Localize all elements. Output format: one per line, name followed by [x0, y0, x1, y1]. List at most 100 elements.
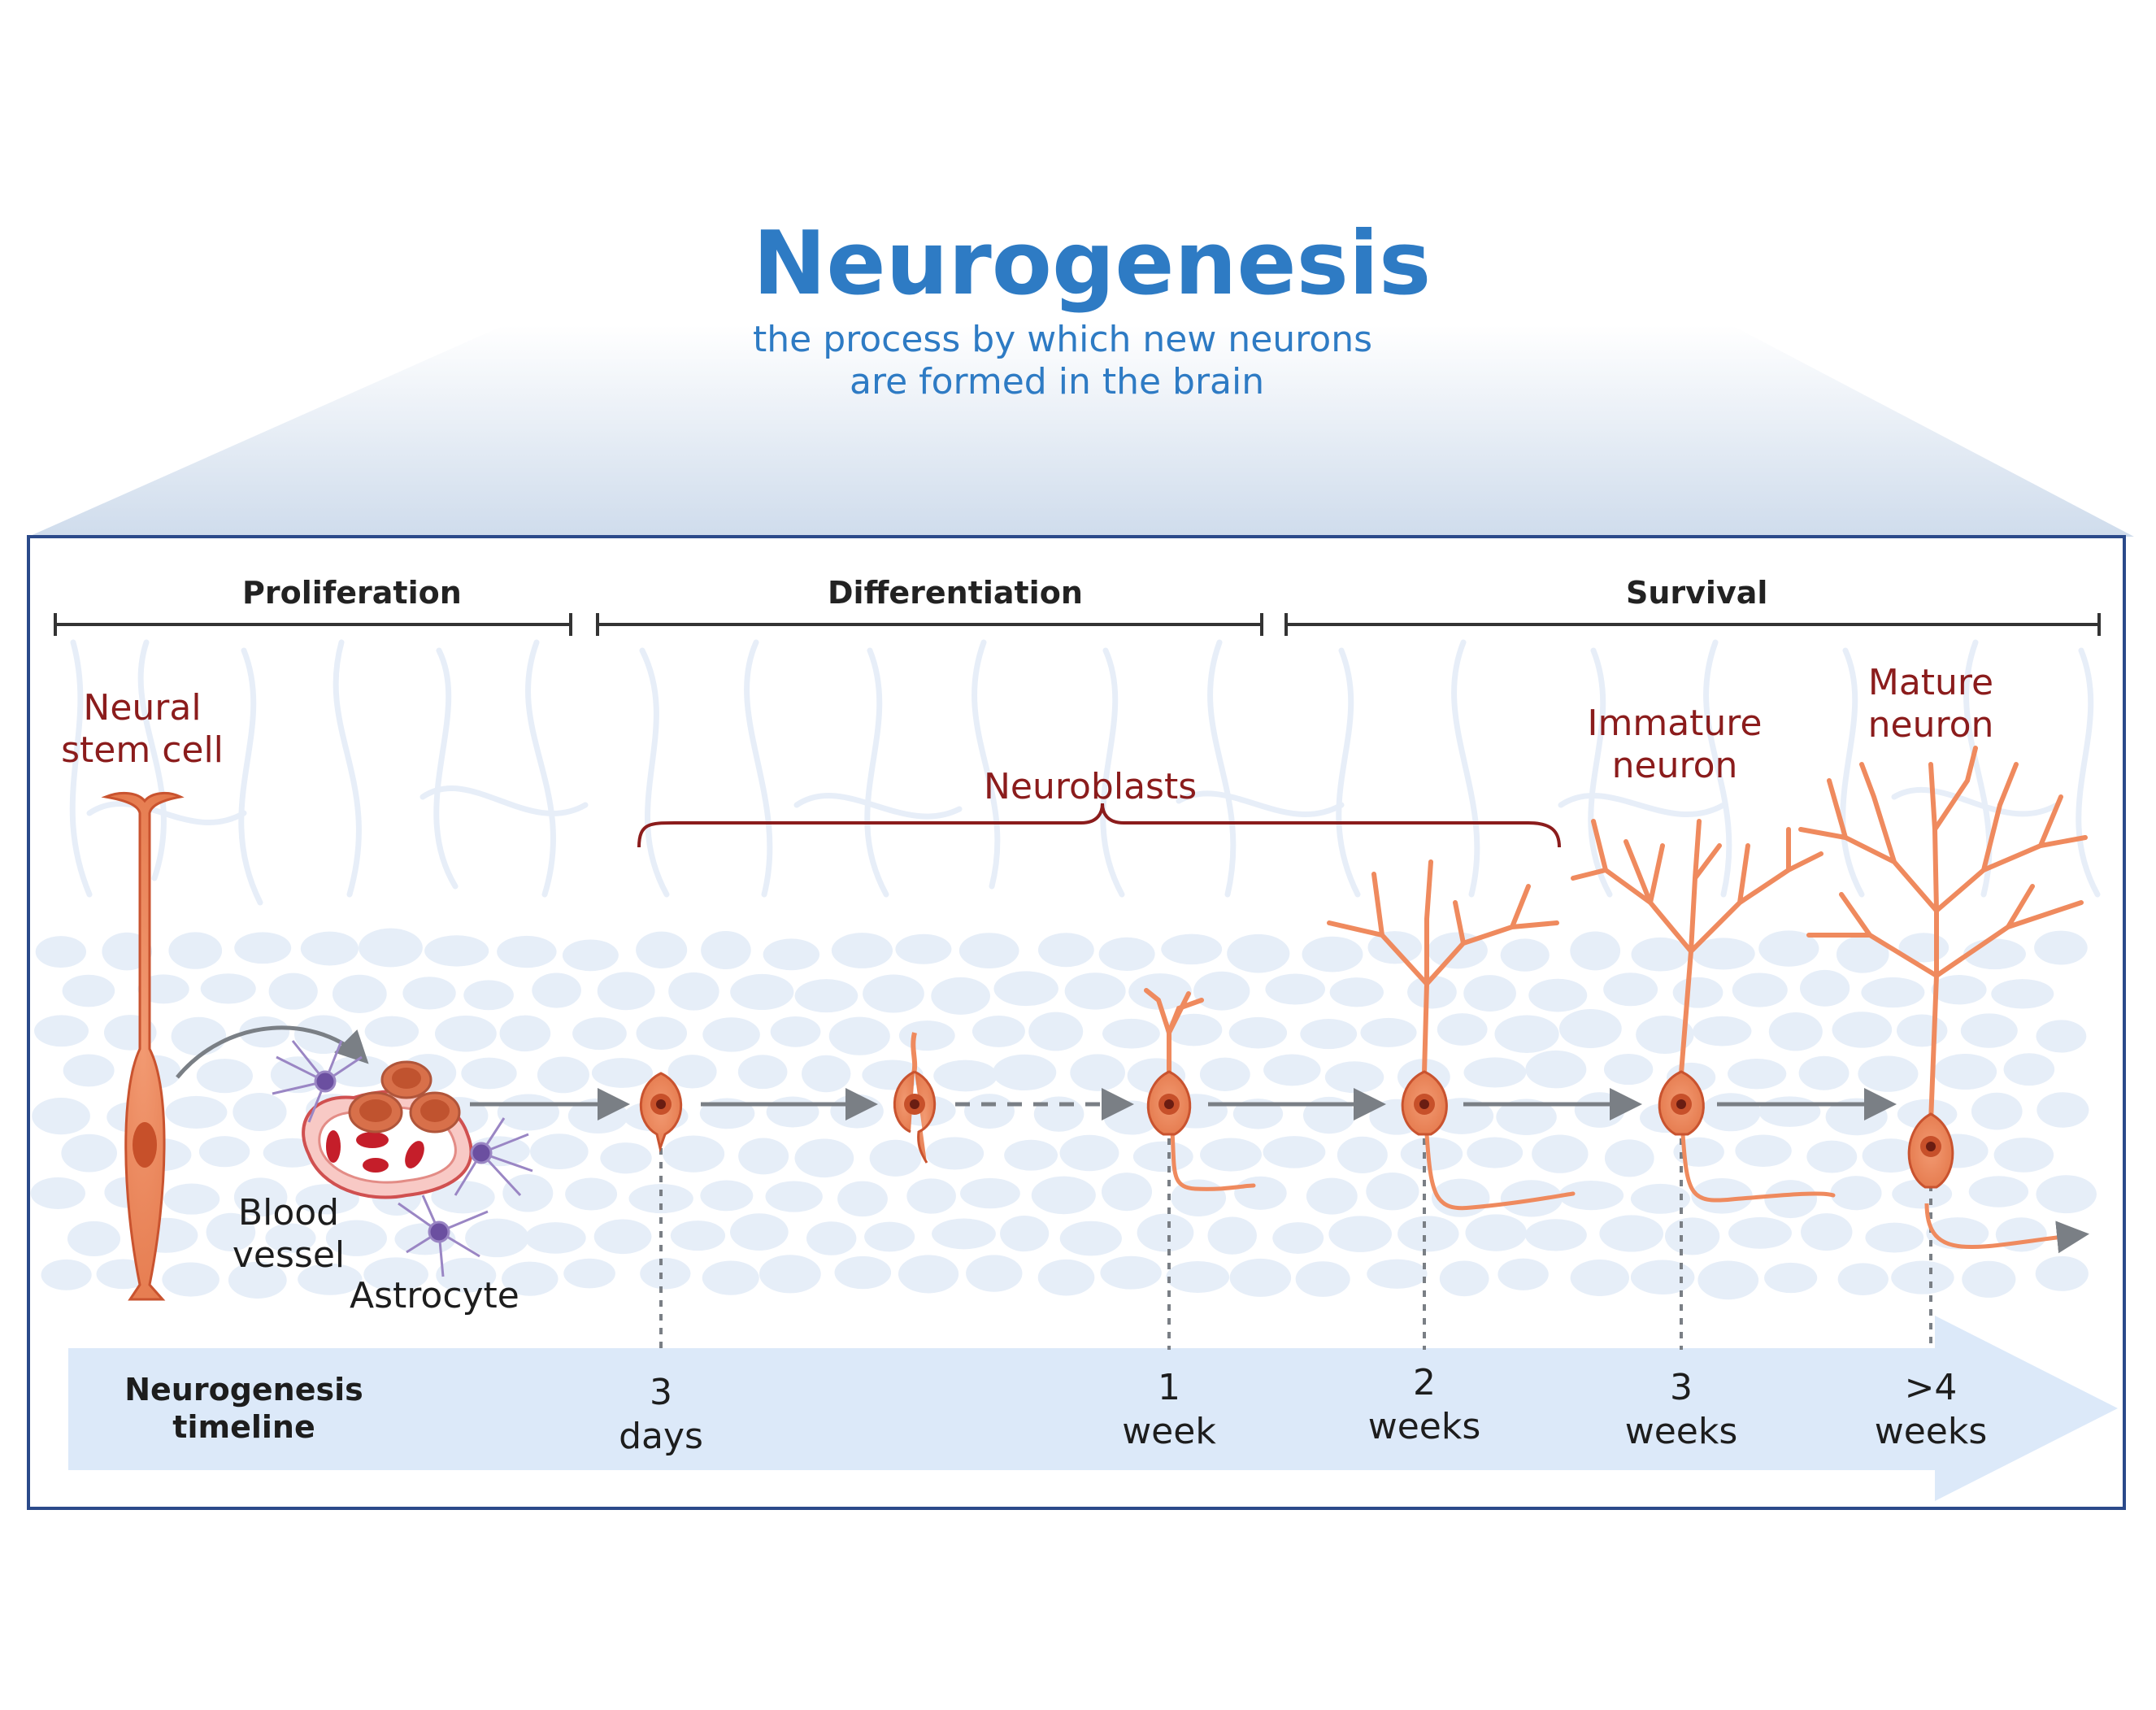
tissue-cell	[502, 1173, 554, 1212]
tissue-fibers	[69, 639, 2101, 906]
tissue-cell	[239, 1016, 290, 1048]
tissue-cell	[162, 1262, 220, 1297]
subtitle-line-2: are formed in the brain	[850, 361, 1265, 402]
timeline-point-4-weeks: >4 weeks	[1874, 1367, 1988, 1452]
tissue-cell	[1865, 1222, 1924, 1253]
tissue-cell	[200, 973, 256, 1004]
tissue-cell	[1896, 1014, 1948, 1047]
tissue-cell	[1033, 1096, 1085, 1132]
tissue-cell	[165, 1095, 228, 1129]
tissue-cell	[1161, 933, 1223, 965]
tissue-cell	[1227, 933, 1290, 973]
tissue-cell	[1295, 1261, 1350, 1297]
tissue-cell	[1891, 1260, 1954, 1294]
tissue-cell	[964, 1094, 1015, 1129]
tissue-cell	[1366, 1172, 1419, 1211]
tissue-cell	[562, 939, 619, 972]
tissue-cell	[1693, 1016, 1752, 1046]
tissue-cell	[1128, 973, 1192, 1010]
label-astrocyte: Astrocyte	[350, 1275, 519, 1316]
progression-arrows	[176, 1025, 2089, 1254]
tissue-cell	[1806, 1140, 1858, 1173]
tissue-cell	[268, 972, 318, 1010]
tissue-cell	[572, 1017, 627, 1051]
mature-neuron	[1798, 746, 2088, 1189]
timeline-drop-lines	[659, 1138, 1932, 1350]
tissue-cell	[461, 1057, 517, 1090]
tissue-cell	[2003, 1053, 2055, 1086]
tissue-cell	[600, 1142, 652, 1174]
tissue-cell	[1558, 1181, 1624, 1211]
tissue-cell	[933, 1060, 998, 1092]
tissue-cell	[806, 1221, 857, 1255]
tissue-cell	[1497, 1258, 1549, 1290]
tissue-cell	[1798, 1055, 1850, 1090]
tissue-cell	[1101, 1173, 1153, 1212]
tissue-cell	[1439, 1260, 1489, 1297]
tissue-cell	[332, 974, 387, 1013]
tissue-cell	[1664, 1217, 1720, 1255]
tissue-cell	[737, 1055, 788, 1090]
tissue-cell	[62, 974, 115, 1007]
tissue-cell	[1337, 1136, 1388, 1174]
neural-stem-cell	[101, 791, 185, 1301]
tissue-cell	[325, 1220, 387, 1256]
tissue-cell	[636, 931, 688, 968]
tissue-cell	[198, 1136, 250, 1168]
tissue-cell	[1070, 1054, 1125, 1091]
tissue-cell	[424, 935, 489, 967]
tissue-cell	[1570, 931, 1621, 971]
tissue-cell	[1132, 1141, 1193, 1173]
tissue-cell	[700, 1180, 754, 1212]
tissue-cell	[1367, 1259, 1428, 1289]
tissue-cell	[532, 972, 581, 1008]
tissue-cell	[1672, 977, 1723, 1008]
tissue-cell	[1463, 1057, 1527, 1088]
tissue-cell	[265, 1223, 316, 1253]
tissue-cell	[298, 1263, 363, 1295]
tissue-cell	[1031, 1176, 1096, 1215]
timeline-point-1-week: 1 week	[1122, 1367, 1216, 1452]
tissue-cell	[895, 933, 952, 964]
label-neuroblasts: Neuroblasts	[984, 766, 1198, 807]
tissue-cell	[1931, 975, 1987, 1005]
tissue-cell	[364, 1016, 419, 1047]
tissue-cell	[1037, 1259, 1095, 1296]
tissue-cell	[1463, 975, 1516, 1012]
astrocytes	[272, 1040, 533, 1277]
tissue-cell	[906, 1178, 956, 1214]
label-neural-stem-cell: Neural stem cell	[61, 687, 224, 771]
tissue-cell	[591, 1058, 654, 1088]
tissue-cell	[63, 1054, 115, 1087]
tissue-cell	[1193, 971, 1250, 1011]
phase-label-survival: Survival	[1626, 575, 1768, 611]
tissue-cell	[802, 1055, 851, 1093]
tissue-cell	[1858, 1055, 1919, 1092]
tissue-cell	[1360, 1017, 1417, 1047]
tissue-cell	[966, 1255, 1023, 1292]
tissue-cell	[1165, 1013, 1223, 1046]
tissue-cell	[228, 1261, 287, 1299]
tissue-cell	[1272, 1222, 1324, 1254]
tissue-cell	[1995, 1217, 2047, 1252]
tissue-cell	[1263, 1054, 1321, 1086]
tissue-cell	[1059, 1220, 1122, 1256]
tissue-cell	[730, 973, 794, 1011]
tissue-cell	[794, 1138, 854, 1178]
tissue-cell	[1494, 1015, 1559, 1053]
tissue-cell	[1329, 977, 1384, 1007]
tissue-cell	[831, 933, 893, 968]
tissue-cell	[1800, 969, 1850, 1007]
page-title: Neurogenesis	[753, 213, 1432, 315]
tissue-cell	[1166, 1260, 1230, 1293]
tissue-cell	[1861, 977, 1925, 1008]
tissue-cell	[295, 1184, 359, 1215]
timeline-point-3-days: 3 days	[619, 1372, 703, 1457]
tissue-cell	[502, 1261, 559, 1296]
tissue-cell	[1064, 972, 1126, 1010]
tissue-cell	[563, 1258, 615, 1289]
tissue-cell	[1525, 1050, 1587, 1089]
tissue-cell	[1570, 1260, 1629, 1297]
tissue-cell	[206, 1212, 256, 1251]
tissue-cell	[628, 1184, 693, 1214]
